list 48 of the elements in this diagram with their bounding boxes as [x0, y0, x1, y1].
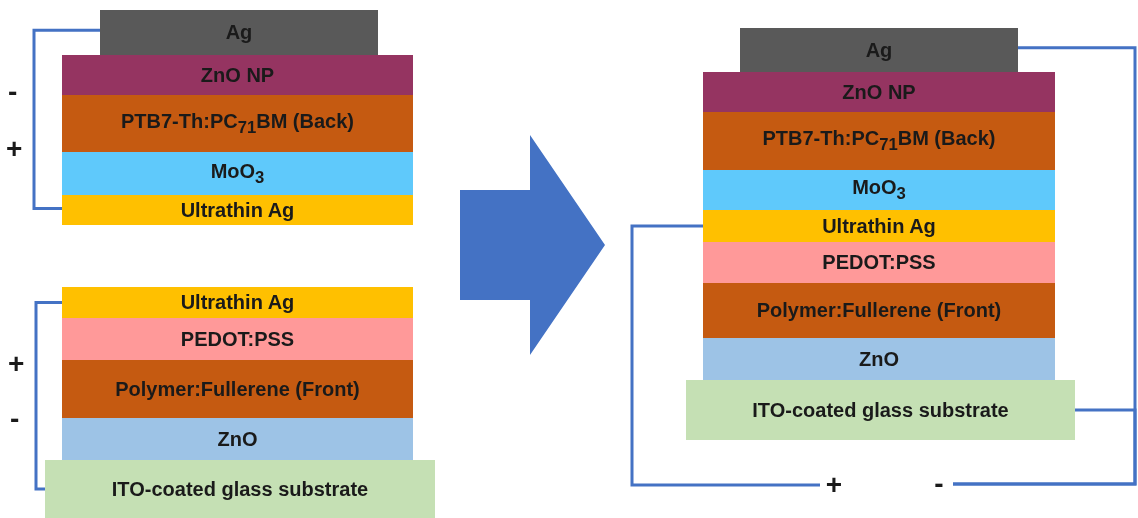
layer-bar — [62, 55, 413, 95]
layer-label: Polymer:Fullerene (Front) — [115, 377, 360, 401]
layer-bar — [45, 460, 435, 518]
layer-label: ZnO — [217, 427, 258, 451]
layer-bar — [686, 380, 1075, 440]
layer-label: Ultrathin Ag — [822, 214, 936, 238]
layer-label: PTB7-Th:PC$_{71}$BM (Back) — [121, 109, 354, 138]
layer-label: Ag — [225, 21, 253, 44]
terminal-sign: + — [820, 471, 848, 499]
layer-bar — [62, 195, 413, 225]
layer-label: PEDOT:PSS — [822, 251, 936, 274]
layer-label: Ultrathin Ag — [180, 198, 295, 222]
layer-bar — [703, 112, 1055, 170]
terminal-sign: - — [925, 470, 953, 498]
polarity-sign: + — [8, 350, 25, 378]
wire — [630, 224, 820, 487]
layer-label: Ag — [865, 38, 893, 62]
layer-label: MoO$_{3}$ — [852, 176, 906, 204]
layer-label: ZnO NP — [200, 63, 275, 87]
layer-bar — [740, 28, 1018, 72]
layer-bar — [62, 152, 413, 195]
layer-bar — [703, 242, 1055, 283]
layer-bar — [62, 287, 413, 318]
layer-bar — [100, 10, 378, 55]
layer-label: ITO-coated glass substrate — [111, 477, 369, 501]
wire — [34, 301, 62, 491]
wire — [953, 46, 1137, 486]
layer-bar — [703, 210, 1055, 242]
layer-label: PEDOT:PSS — [180, 327, 295, 351]
layer-label: Ultrathin Ag — [180, 291, 295, 314]
layer-label: MoO$_{3}$ — [210, 159, 265, 188]
layer-bar — [703, 170, 1055, 210]
layer-bar — [62, 318, 413, 360]
layer-bar — [62, 418, 413, 460]
layer-label: ZnO NP — [842, 80, 916, 104]
layer-bar — [62, 360, 413, 418]
layer-bar — [62, 95, 413, 152]
layer-bar — [703, 72, 1055, 112]
layer-label: PTB7-Th:PC$_{71}$BM (Back) — [762, 127, 996, 155]
polarity-sign: + — [6, 135, 23, 163]
layer-label: ITO-coated glass substrate — [752, 398, 1009, 422]
polarity-sign: - — [10, 405, 20, 433]
layer-bar — [703, 283, 1055, 338]
wire — [32, 28, 100, 210]
layer-label: ZnO — [859, 347, 899, 371]
layer-bar — [703, 338, 1055, 380]
layer-label: Polymer:Fullerene (Front) — [756, 299, 1002, 322]
polarity-sign: - — [8, 78, 18, 106]
